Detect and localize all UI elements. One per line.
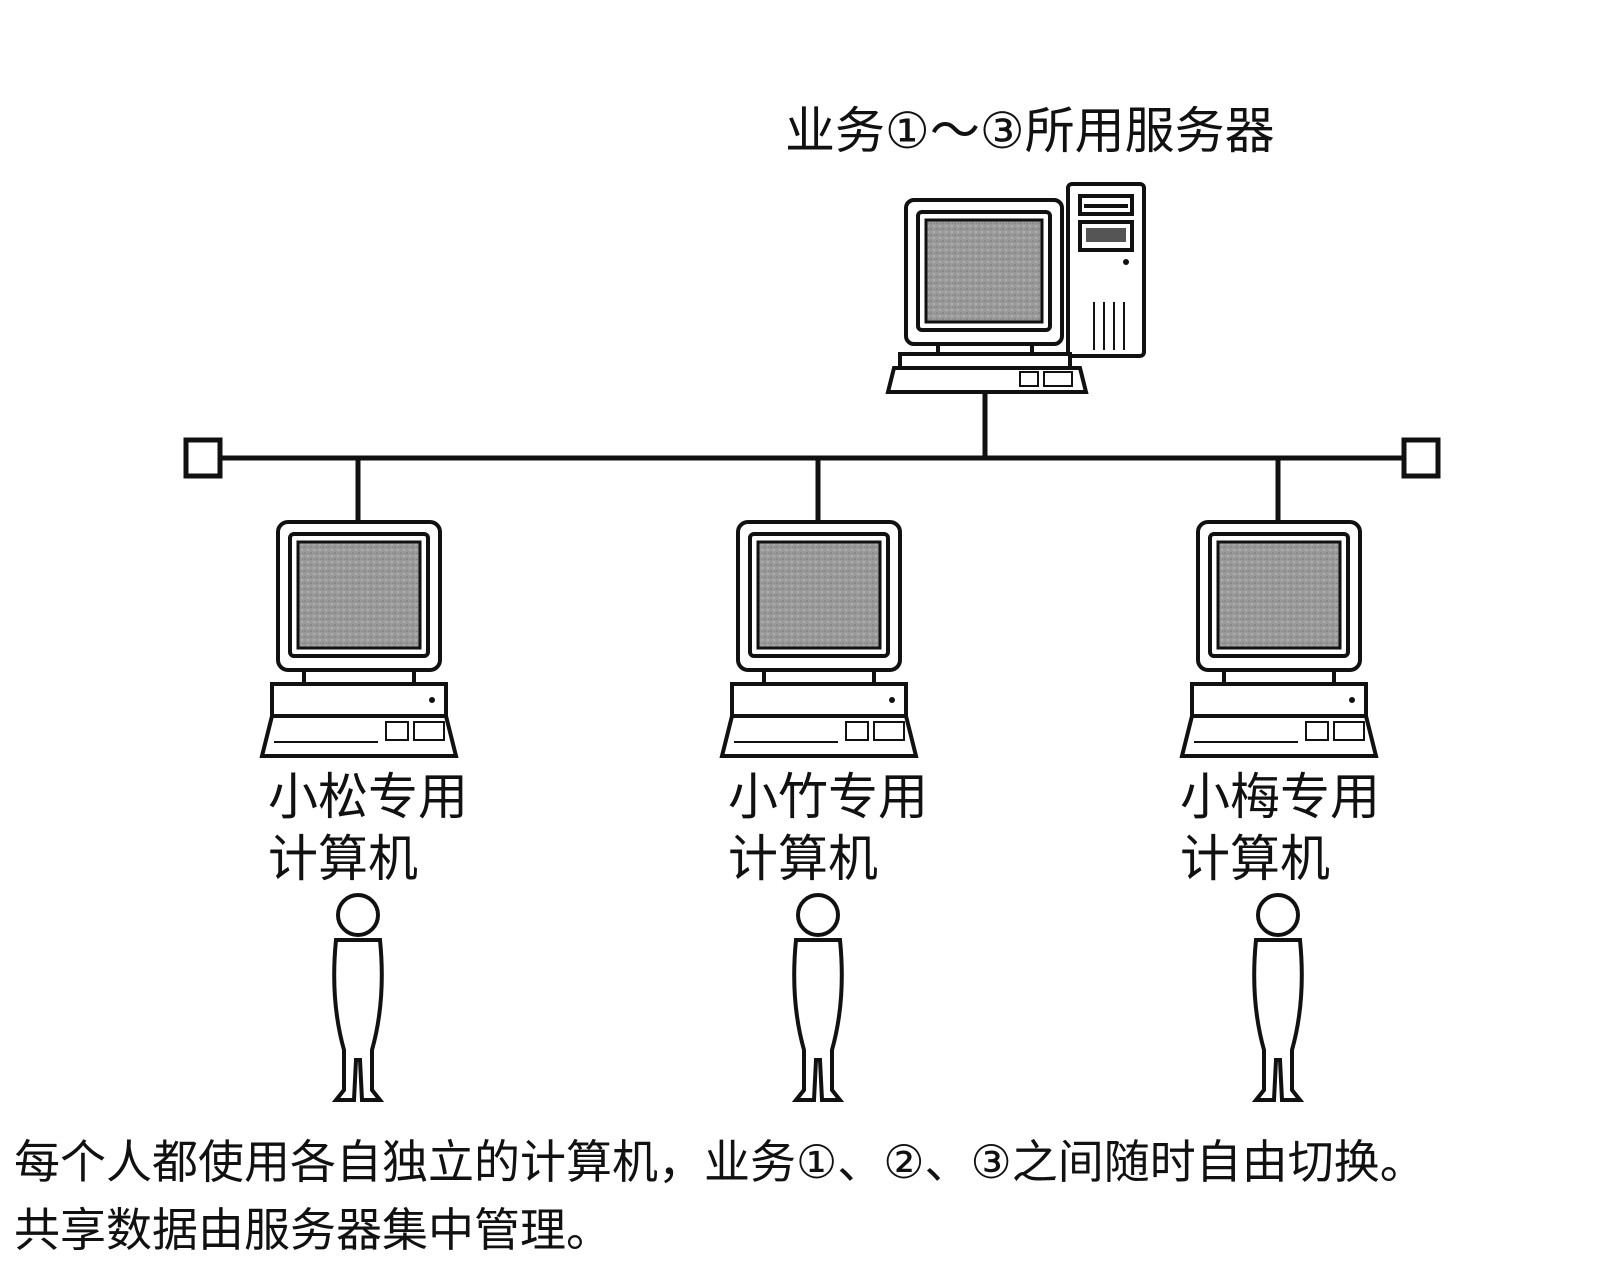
computer-label-line1: 小松专用 bbox=[268, 768, 468, 826]
person-icon bbox=[791, 893, 845, 1102]
computer-label-kotake: 小竹专用 计算机 bbox=[728, 766, 1008, 896]
caption-line1: 每个人都使用各自独立的计算机，业务①、②、③之间随时自由切换。 bbox=[14, 1135, 1426, 1189]
server-computer-icon bbox=[885, 182, 1146, 394]
computer-label-komatsu: 小松专用 计算机 bbox=[268, 766, 548, 896]
person-icon bbox=[1251, 893, 1305, 1102]
computer-label-line2: 计算机 bbox=[268, 830, 418, 888]
caption-line2: 共享数据由服务器集中管理。 bbox=[14, 1203, 612, 1257]
desktop-computer-icon bbox=[719, 520, 919, 758]
computer-label-line2: 计算机 bbox=[728, 830, 878, 888]
bus-terminator-left bbox=[183, 437, 223, 479]
computer-label-koume: 小梅专用 计算机 bbox=[1180, 766, 1460, 896]
bus-terminator-right bbox=[1401, 437, 1441, 479]
diagram-caption: 每个人都使用各自独立的计算机，业务①、②、③之间随时自由切换。 共享数据由服务器… bbox=[14, 1128, 1614, 1278]
computer-label-line1: 小梅专用 bbox=[1180, 768, 1380, 826]
person-icon bbox=[331, 893, 385, 1102]
desktop-computer-icon bbox=[1179, 520, 1379, 758]
network-bus bbox=[183, 392, 1441, 522]
computer-label-line2: 计算机 bbox=[1180, 830, 1330, 888]
computer-label-line1: 小竹专用 bbox=[728, 768, 928, 826]
desktop-computer-icon bbox=[259, 520, 459, 758]
server-label: 业务①～③所用服务器 bbox=[785, 102, 1275, 160]
